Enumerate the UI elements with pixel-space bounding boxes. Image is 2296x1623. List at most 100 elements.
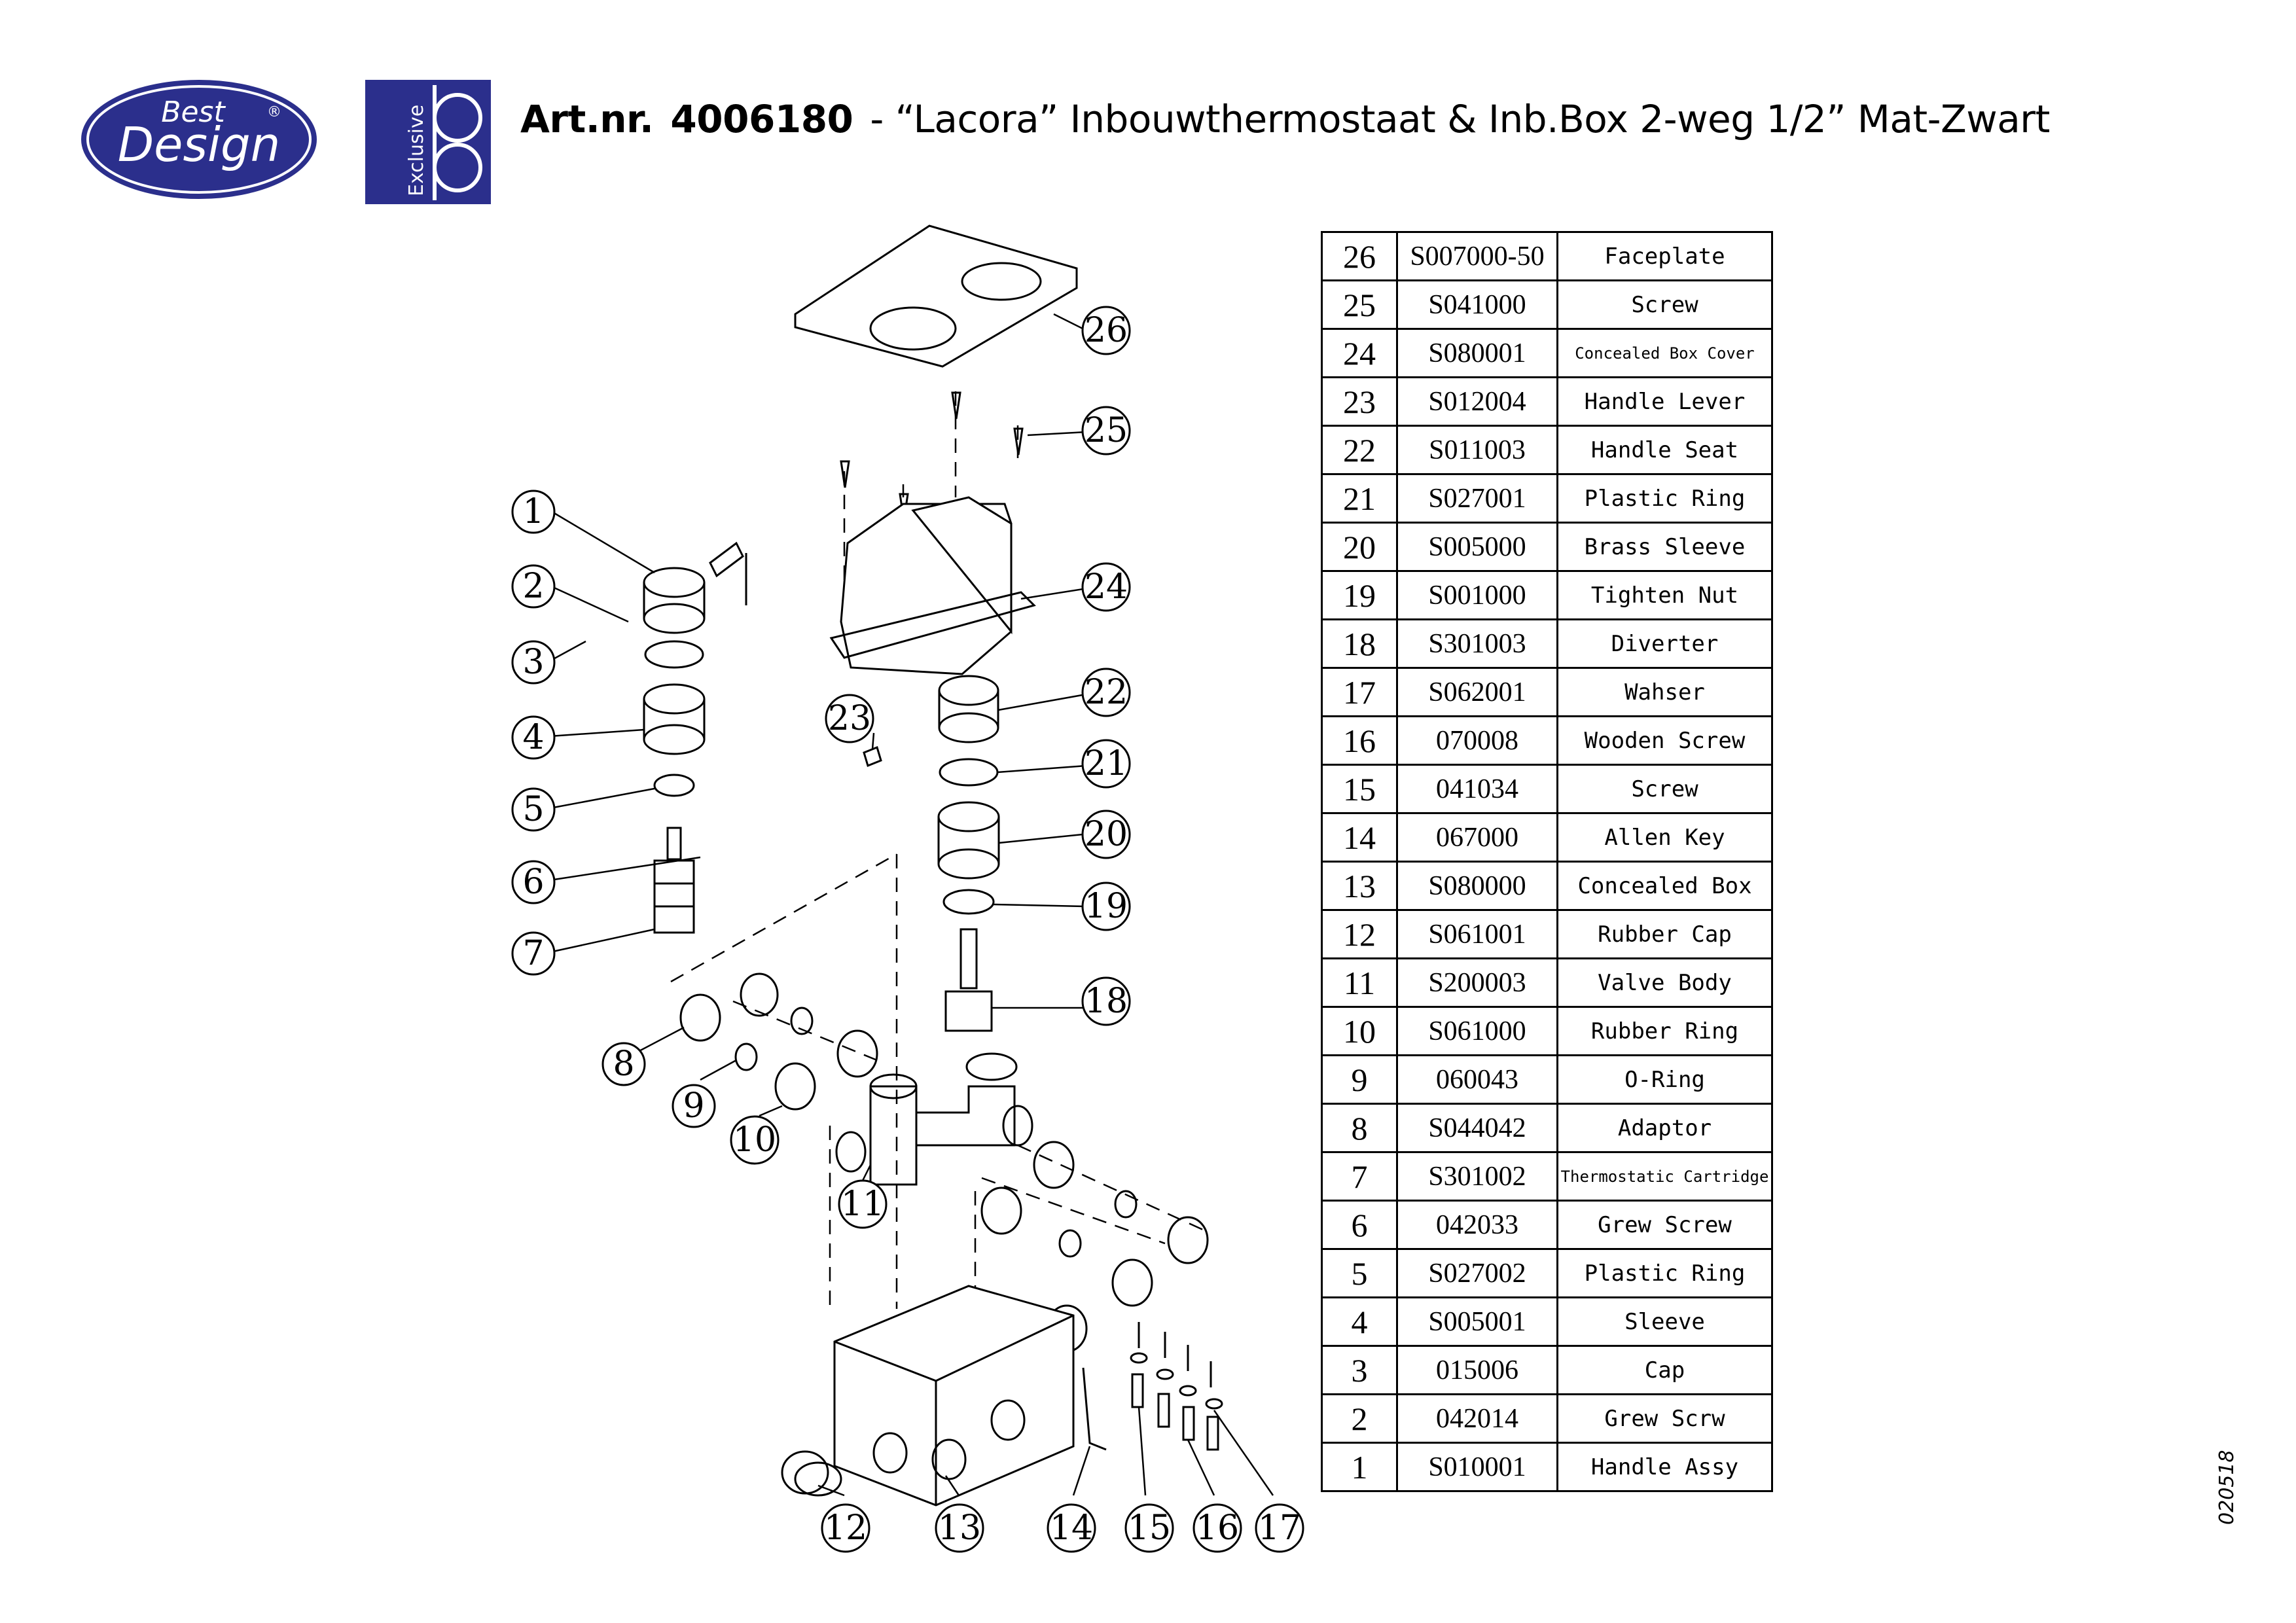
callout-13: 13 — [938, 1508, 981, 1548]
small-parts — [1082, 1322, 1223, 1451]
callout-17: 17 — [1258, 1508, 1301, 1548]
callout-7: 7 — [522, 934, 544, 973]
part-description: Handle Lever — [1556, 376, 1773, 427]
part-description: Faceplate — [1556, 231, 1773, 281]
faceplate-part — [794, 224, 1078, 368]
part-number: 5 — [1321, 1248, 1398, 1298]
part-code: 042014 — [1396, 1393, 1558, 1444]
document-code: 020518 — [2215, 1450, 2238, 1525]
box-cover-part — [829, 496, 1036, 675]
callout-21: 21 — [1085, 744, 1128, 783]
leader-lines — [549, 313, 1274, 1497]
part-number: 2 — [1321, 1393, 1398, 1444]
part-number: 6 — [1321, 1200, 1398, 1250]
part-number: 10 — [1321, 1006, 1398, 1056]
callout-11: 11 — [841, 1185, 884, 1224]
callout-6: 6 — [522, 863, 544, 902]
part-number: 17 — [1321, 667, 1398, 717]
part-description: Concealed Box — [1556, 861, 1773, 911]
page-title: Art.nr. 4006180 - “Lacora” Inbouwthermosta… — [520, 97, 2050, 141]
part-number: 12 — [1321, 909, 1398, 959]
callout-24: 24 — [1085, 567, 1128, 607]
callout-9: 9 — [683, 1086, 704, 1126]
part-description: O-Ring — [1556, 1054, 1773, 1105]
part-description: Rubber Ring — [1556, 1006, 1773, 1056]
part-description: Wooden Screw — [1556, 715, 1773, 766]
art-number: 4006180 — [670, 97, 853, 141]
part-number: 1 — [1321, 1442, 1398, 1492]
part-number: 18 — [1321, 618, 1398, 669]
product-description: - “Lacora” Inbouwthermostaat & Inb.Box 2… — [870, 97, 2050, 141]
part-code: S005000 — [1396, 522, 1558, 572]
part-code: S061000 — [1396, 1006, 1558, 1056]
concealed-box-part — [781, 1285, 1075, 1507]
callout-8: 8 — [613, 1044, 634, 1084]
brand-mark: ® — [267, 104, 281, 120]
part-number: 26 — [1321, 231, 1398, 281]
callout-26: 26 — [1085, 311, 1128, 350]
part-code: 070008 — [1396, 715, 1558, 766]
part-number: 13 — [1321, 861, 1398, 911]
part-number: 16 — [1321, 715, 1398, 766]
callout-circles: 1 2 3 4 5 6 7 8 9 10 11 12 13 14 15 16 1… — [511, 306, 1304, 1553]
callout-3: 3 — [522, 643, 544, 682]
part-description: Handle Seat — [1556, 425, 1773, 475]
callout-19: 19 — [1085, 887, 1128, 926]
part-number: 7 — [1321, 1151, 1398, 1202]
part-number: 4 — [1321, 1296, 1398, 1347]
part-number: 3 — [1321, 1345, 1398, 1395]
callout-25: 25 — [1085, 411, 1128, 450]
part-number: 23 — [1321, 376, 1398, 427]
part-code: S012004 — [1396, 376, 1558, 427]
part-description: Rubber Cap — [1556, 909, 1773, 959]
part-code: S011003 — [1396, 425, 1558, 475]
part-code: 067000 — [1396, 812, 1558, 863]
valve-body-part — [835, 1052, 1033, 1186]
part-code: S080000 — [1396, 861, 1558, 911]
part-number: 8 — [1321, 1103, 1398, 1153]
part-number: 25 — [1321, 279, 1398, 330]
bd-mark — [433, 85, 482, 200]
part-number: 20 — [1321, 522, 1398, 572]
part-code: S001000 — [1396, 570, 1558, 620]
part-code: S005001 — [1396, 1296, 1558, 1347]
part-code: S062001 — [1396, 667, 1558, 717]
part-code: S200003 — [1396, 957, 1558, 1008]
part-code: 015006 — [1396, 1345, 1558, 1395]
part-code: S301003 — [1396, 618, 1558, 669]
part-code: S061001 — [1396, 909, 1558, 959]
part-code: 042033 — [1396, 1200, 1558, 1250]
callout-20: 20 — [1085, 815, 1128, 854]
right-handle-stack — [863, 675, 1000, 1032]
callout-4: 4 — [522, 718, 544, 757]
part-number: 22 — [1321, 425, 1398, 475]
part-code: S010001 — [1396, 1442, 1558, 1492]
part-description: Diverter — [1556, 618, 1773, 669]
part-number: 14 — [1321, 812, 1398, 863]
part-description: Sleeve — [1556, 1296, 1773, 1347]
callout-1: 1 — [522, 492, 544, 531]
part-description: Valve Body — [1556, 957, 1773, 1008]
callout-22: 22 — [1085, 673, 1128, 712]
part-description: Handle Assy — [1556, 1442, 1773, 1492]
art-label: Art.nr. — [520, 97, 654, 141]
part-description: Wahser — [1556, 667, 1773, 717]
part-description: Grew Scrw — [1556, 1393, 1773, 1444]
part-description: Allen Key — [1556, 812, 1773, 863]
